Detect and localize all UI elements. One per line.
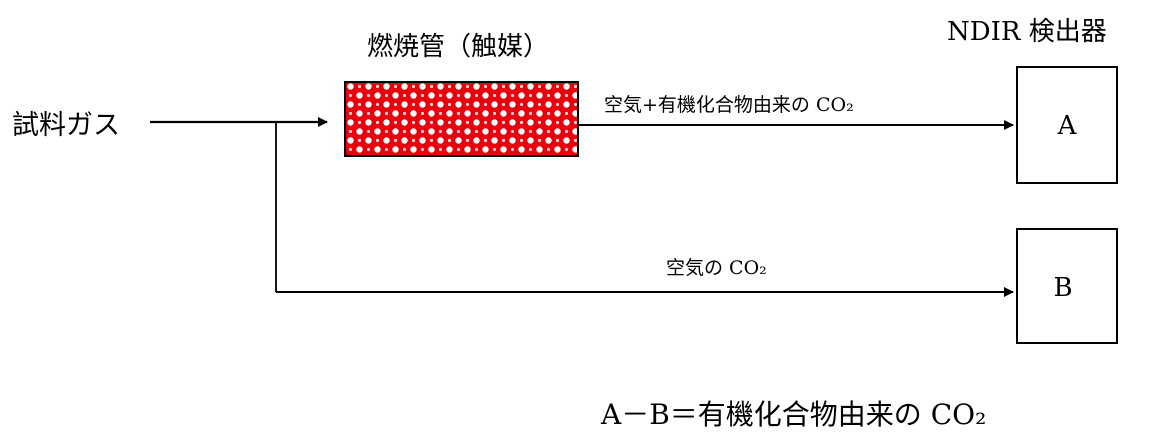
combustion-tube-label: 燃焼管（触媒）	[367, 32, 549, 62]
detector-b-box	[1016, 228, 1118, 344]
detector-a-label: A	[1057, 111, 1078, 141]
result-equation: A－B＝有機化合物由来の CO₂	[600, 398, 986, 431]
combustion-tube	[344, 81, 579, 157]
detector-a-box	[1016, 66, 1118, 184]
sample-gas-label: 試料ガス	[12, 110, 120, 141]
detector-title: NDIR 検出器	[947, 17, 1107, 47]
upper-path-label: 空気+有機化合物由来の CO₂	[604, 94, 854, 116]
lower-path-label: 空気の CO₂	[666, 257, 767, 279]
detector-b-label: B	[1053, 273, 1072, 303]
